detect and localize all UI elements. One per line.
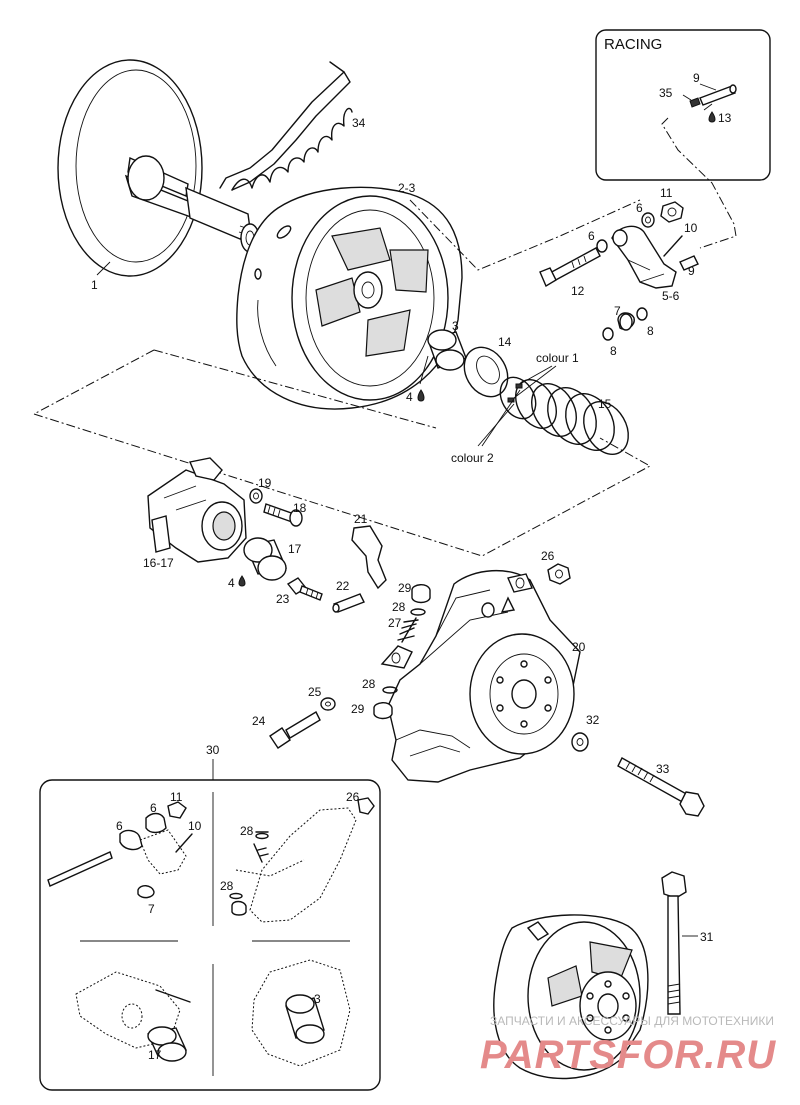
label-14: 14 bbox=[498, 335, 512, 349]
racing-inset-box: RACING 9 35 13 bbox=[595, 29, 771, 181]
bolt-part-23 bbox=[286, 577, 323, 601]
nut-part-26 bbox=[547, 563, 571, 585]
label-29-upper: 29 bbox=[398, 581, 412, 595]
label-2-3: 2-3 bbox=[398, 181, 416, 195]
label-23: 23 bbox=[276, 592, 290, 606]
spider-leader-frame bbox=[32, 349, 652, 557]
label-19: 19 bbox=[258, 476, 272, 490]
label-34: 34 bbox=[352, 116, 366, 130]
label-18: 18 bbox=[293, 501, 307, 515]
inset-label-28-lower: 28 bbox=[220, 879, 234, 893]
inset-label-6-top: 6 bbox=[150, 801, 157, 815]
o-ring-part-28-lower bbox=[382, 686, 398, 694]
long-bolt-part-31 bbox=[661, 871, 687, 1015]
label-4-upper: 4 bbox=[406, 390, 413, 404]
label-6-top: 6 bbox=[636, 201, 643, 215]
inset-label-10: 10 bbox=[188, 819, 202, 833]
label-21: 21 bbox=[354, 512, 368, 526]
washer-part-25 bbox=[320, 697, 336, 711]
label-5-6: 5-6 bbox=[662, 289, 680, 303]
label-26: 26 bbox=[541, 549, 555, 563]
label-9: 9 bbox=[688, 264, 695, 278]
label-32: 32 bbox=[586, 713, 600, 727]
label-28-upper: 28 bbox=[392, 600, 406, 614]
label-20: 20 bbox=[572, 640, 586, 654]
governor-cup-part-20 bbox=[380, 570, 581, 783]
bushing-part-17 bbox=[243, 537, 287, 581]
racing-title: RACING bbox=[604, 36, 662, 53]
drive-belt-part-34 bbox=[219, 61, 353, 191]
label-35: 35 bbox=[659, 86, 673, 100]
label-8-left: 8 bbox=[610, 344, 617, 358]
label-6-left: 6 bbox=[588, 229, 595, 243]
movable-sheave-part-2-3 bbox=[236, 186, 463, 410]
label-7: 7 bbox=[614, 304, 621, 318]
label-17: 17 bbox=[288, 542, 302, 556]
label-13: 13 bbox=[718, 111, 732, 125]
racing-leader-line bbox=[661, 117, 737, 249]
label-8-right: 8 bbox=[647, 324, 654, 338]
lever-part-21 bbox=[351, 525, 387, 590]
label-30: 30 bbox=[206, 743, 220, 757]
label-9-racing: 9 bbox=[693, 71, 700, 85]
label-11: 11 bbox=[660, 186, 673, 200]
grease-drop-icon bbox=[417, 389, 425, 402]
washer-part-19 bbox=[249, 488, 263, 504]
fixed-sheave-part-1 bbox=[57, 59, 260, 277]
watermark-caption: ЗАПЧАСТИ И АКСЕССУАРЫ ДЛЯ МОТОТЕХНИКИ bbox=[490, 1014, 774, 1028]
label-15: 15 bbox=[598, 397, 612, 411]
bolt-part-18 bbox=[263, 503, 303, 527]
inset-label-26: 26 bbox=[346, 790, 360, 804]
grease-drop-icon bbox=[238, 575, 246, 587]
label-12: 12 bbox=[571, 284, 585, 298]
inset-box-30: 11 6 6 10 7 26 28 28 17 3 bbox=[39, 779, 381, 1091]
bolt-part-24 bbox=[269, 711, 321, 749]
label-33: 33 bbox=[656, 762, 670, 776]
inset-label-11: 11 bbox=[170, 790, 183, 804]
label-3: 3 bbox=[452, 319, 459, 333]
pin-part-22 bbox=[332, 593, 365, 613]
label-4-lower: 4 bbox=[228, 576, 235, 590]
inset-label-17: 17 bbox=[148, 1048, 162, 1062]
cap-part-29-lower bbox=[373, 702, 393, 720]
inset-label-28-upper: 28 bbox=[240, 824, 254, 838]
label-28-lower: 28 bbox=[362, 677, 376, 691]
bushing-part-3 bbox=[427, 329, 467, 371]
washer-part-14 bbox=[463, 346, 509, 398]
label-31: 31 bbox=[700, 930, 714, 944]
label-29-lower: 29 bbox=[351, 702, 365, 716]
label-16-17: 16-17 bbox=[143, 556, 174, 570]
label-10: 10 bbox=[684, 221, 698, 235]
label-27: 27 bbox=[388, 616, 402, 630]
cap-part-29-upper bbox=[411, 584, 431, 604]
label-22: 22 bbox=[336, 579, 350, 593]
label-24: 24 bbox=[252, 714, 266, 728]
lever-assembly bbox=[539, 201, 699, 341]
label-25: 25 bbox=[308, 685, 322, 699]
inset-label-7: 7 bbox=[148, 902, 155, 916]
spring-part-27 bbox=[397, 617, 419, 643]
washer-part-32 bbox=[571, 732, 589, 752]
sheave-leader-line bbox=[409, 199, 641, 271]
assembled-pulley-part-31 bbox=[493, 914, 649, 1080]
bolt-part-33 bbox=[617, 757, 705, 817]
inset-label-6-left: 6 bbox=[116, 819, 123, 833]
label-colour-1: colour 1 bbox=[536, 351, 579, 365]
inset-label-3: 3 bbox=[314, 992, 321, 1006]
spring-part-15 bbox=[499, 376, 629, 455]
o-ring-part-28-upper bbox=[410, 608, 426, 616]
spider-part-16-17 bbox=[147, 457, 247, 563]
label-colour-2: colour 2 bbox=[451, 451, 494, 465]
label-1: 1 bbox=[91, 278, 98, 292]
watermark-logo: PARTSFOR.RU bbox=[480, 1033, 776, 1077]
